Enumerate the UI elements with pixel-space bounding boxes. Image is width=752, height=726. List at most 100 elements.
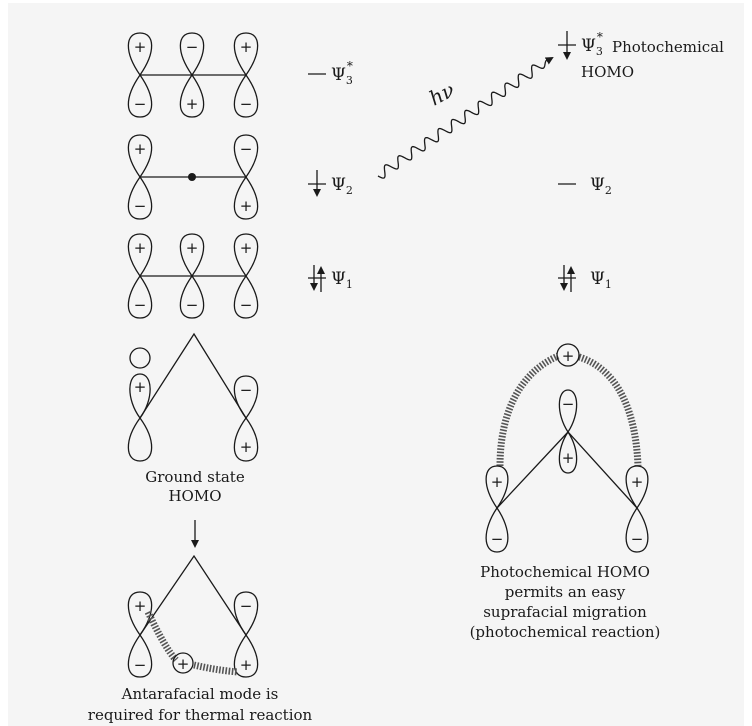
lobe-lower — [179, 274, 205, 319]
psi1-orbital-c1: + − — [127, 233, 153, 319]
orbital-sign: + — [186, 239, 199, 257]
lobe-upper — [127, 32, 153, 77]
lobe-lower — [127, 416, 153, 462]
left-energy-levels: Ψ3* Ψ2 Ψ1 — [308, 59, 353, 292]
level-label: Ψ3* — [581, 30, 603, 58]
level-label: Ψ3* — [331, 59, 353, 87]
orbital-sign: + — [562, 449, 575, 467]
orbital-sign: + — [240, 197, 253, 215]
photochemical-caption-line-1: Photochemical HOMO — [480, 563, 650, 581]
orbital-sign: − — [240, 597, 253, 615]
lobe-upper — [233, 134, 259, 179]
left-level-psi3-star: Ψ3* — [308, 59, 353, 87]
orbital-sign: − — [240, 140, 253, 158]
lobe-lower — [127, 73, 153, 118]
orbital-sign: + — [562, 347, 575, 365]
ground-state-caption-line-2: HOMO — [168, 487, 221, 505]
psi1-orbital-c3: + − — [233, 233, 259, 319]
lobe-lower — [485, 506, 509, 553]
orbital-sign: + — [134, 140, 147, 158]
right-level-psi2: Ψ2 — [558, 175, 612, 197]
lobe-lower — [127, 274, 153, 319]
lobe-lower — [233, 274, 259, 319]
right-level-psi3-star: Ψ3* Photochemical HOMO — [558, 30, 724, 81]
bent-skeleton — [139, 332, 247, 419]
orbital-sign: + — [186, 95, 199, 113]
left-level-psi2: Ψ2 — [308, 170, 353, 197]
homo-caption: HOMO — [581, 63, 634, 81]
hatched-bond — [577, 353, 642, 467]
psi1-orbital-c2: + − — [179, 233, 205, 319]
orbital-sign: + — [240, 438, 253, 456]
lobe-lower — [625, 506, 649, 553]
photochemical-caption-line-2: permits an easy — [505, 583, 626, 601]
lobe-lower — [233, 175, 259, 220]
ground-state-homo-structure: + − + Ground state HOMO — [127, 332, 259, 548]
excitation-arrow: hν — [377, 57, 554, 179]
lobe-upper — [179, 32, 205, 77]
psi2-orbital-c3: − + — [233, 134, 259, 220]
lobe-lower — [179, 73, 205, 118]
lobe-upper — [233, 233, 259, 278]
antarafacial-caption-line-1: Antarafacial mode is — [121, 685, 279, 703]
lobe-upper — [233, 375, 259, 420]
lobe-lower — [233, 633, 259, 678]
migrating-group-orbital — [172, 652, 194, 674]
node-dot — [188, 173, 196, 181]
ground-state-caption-line-1: Ground state — [145, 468, 245, 486]
level-label: Ψ1 — [331, 269, 353, 291]
orbital-sign: + — [134, 378, 147, 396]
bent-skeleton — [139, 554, 247, 636]
lobe-upper — [485, 465, 509, 510]
photochemical-homo-structure: + − + + − + − Photochemical HOMO permits… — [470, 343, 661, 641]
psi1-orbital: + − + − + − — [127, 233, 259, 319]
psi3-orbital-c3: + − — [233, 32, 259, 118]
psi3-orbital: + − − + + − — [127, 32, 259, 118]
antarafacial-caption-line-2: required for thermal reaction — [88, 706, 313, 724]
lobe-upper — [233, 591, 259, 637]
orbital-sign: + — [240, 38, 253, 56]
psi3-orbital-c2: − + — [179, 32, 205, 118]
lobe-upper — [625, 465, 649, 510]
orbital-sign: − — [240, 381, 253, 399]
orbital-sign: − — [134, 656, 147, 674]
orbital-sign: + — [631, 473, 644, 491]
hv-label: hν — [425, 77, 458, 110]
orbital-sign: − — [134, 197, 147, 215]
hatched-bond — [144, 610, 179, 663]
psi3-orbital-c1: + − — [127, 32, 153, 118]
orbital-sign: + — [240, 656, 253, 674]
orbital-sign: + — [240, 239, 253, 257]
orbital-sign: − — [631, 530, 644, 548]
hatched-bond — [193, 661, 239, 676]
psi2-orbital: + − − + — [127, 134, 259, 220]
orbital-sign: − — [562, 395, 575, 413]
lobe-upper — [558, 389, 578, 434]
orbital-sign: − — [240, 296, 253, 314]
orbital-sign: − — [240, 95, 253, 113]
lobe-lower — [127, 633, 153, 678]
orbital-sign: + — [177, 655, 190, 673]
lobe-lower — [127, 175, 153, 220]
orbital-sign: − — [134, 95, 147, 113]
orbital-sign: + — [491, 473, 504, 491]
lobe-upper — [127, 134, 153, 179]
photon-wavy-arrow — [377, 57, 554, 179]
orbital-sign: − — [491, 530, 504, 548]
orbital-sign: − — [186, 296, 199, 314]
right-level-psi1: Ψ1 — [558, 265, 612, 292]
lobe-upper — [129, 373, 151, 420]
lobe-lower — [233, 73, 259, 118]
photochemical-caption-line-4: (photochemical reaction) — [470, 623, 661, 641]
level-label: Ψ1 — [590, 269, 612, 291]
psi2-orbital-c1: + − — [127, 134, 153, 220]
antarafacial-structure: + − − + + Antarafacial mode is required … — [88, 554, 313, 724]
level-label: Ψ2 — [590, 175, 612, 197]
lobe-upper — [179, 233, 205, 278]
lobe-lower — [233, 416, 259, 462]
left-level-psi1: Ψ1 — [308, 265, 353, 292]
lobe-upper — [127, 233, 153, 278]
photochemical-caption: Photochemical — [612, 38, 724, 56]
